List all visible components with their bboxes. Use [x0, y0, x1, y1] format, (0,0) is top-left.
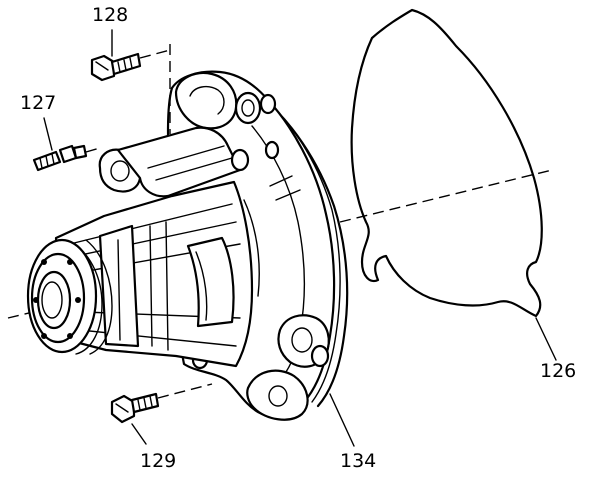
gasket-126: [350, 8, 543, 318]
bolt-128: [90, 44, 171, 134]
callout-leaders: [111, 29, 557, 447]
stud-127: [32, 117, 101, 172]
callout-134: 134: [340, 450, 377, 472]
bolt-129: [110, 383, 213, 424]
front-bearing-face: [26, 238, 113, 355]
housing-snout: [54, 180, 254, 368]
callout-128: 128: [92, 4, 129, 26]
callout-129: 129: [140, 450, 177, 472]
callout-126: 126: [540, 360, 577, 382]
callout-127: 127: [20, 92, 57, 114]
